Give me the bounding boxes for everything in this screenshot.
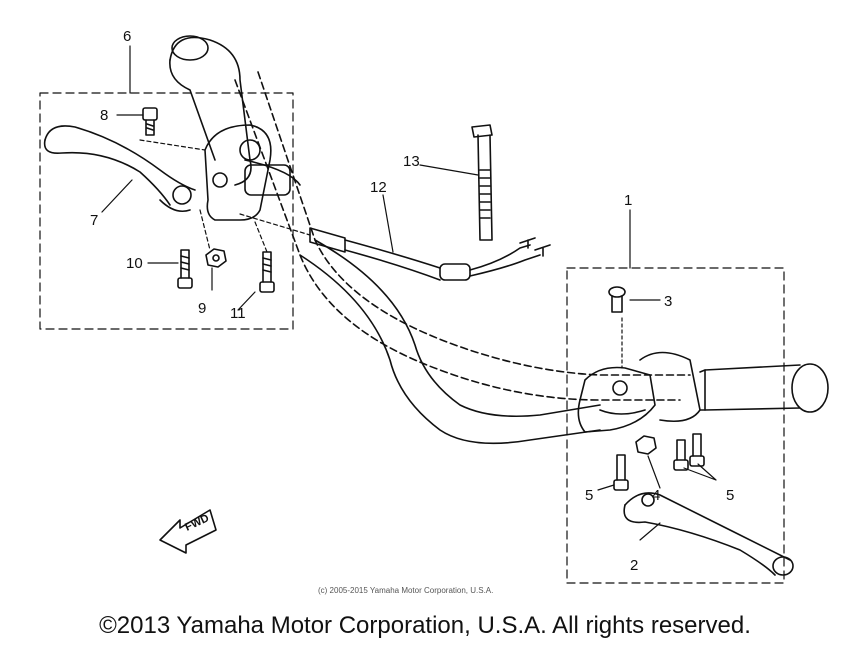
left-grip (169, 35, 252, 186)
callout-12: 12 (370, 179, 387, 196)
callout-5-left: 5 (585, 487, 593, 504)
callout-3: 3 (664, 293, 672, 310)
bolt-3 (608, 286, 626, 313)
footer-copyright: ©2013 Yamaha Motor Corporation, U.S.A. A… (99, 612, 751, 639)
handlebar (234, 71, 691, 445)
nut-4 (635, 435, 657, 455)
left-clutch-lever (43, 125, 196, 213)
switch-12 (309, 227, 551, 281)
callout-7: 7 (90, 212, 98, 229)
callout-4: 4 (652, 487, 660, 504)
right-lever-holder (577, 351, 701, 433)
right-brake-lever (623, 492, 794, 576)
callout-9: 9 (198, 300, 206, 317)
cable-band-13 (471, 124, 493, 241)
callout-10: 10 (126, 255, 143, 272)
left-lever-holder (204, 124, 301, 221)
nut-9 (205, 248, 227, 268)
bolt-5-right-b (689, 433, 705, 467)
diagram-copyright: (c) 2005-2015 Yamaha Motor Corporation, … (318, 586, 493, 595)
bolt-8 (142, 107, 158, 136)
leader-lines (101, 45, 717, 541)
bolt-5-right-a (673, 439, 689, 471)
right-assembly-box (566, 267, 785, 584)
fwd-mark: FWD (183, 512, 211, 533)
callout-13: 13 (403, 153, 420, 170)
bolt-5-left (613, 454, 629, 491)
callout-11: 11 (230, 305, 246, 322)
bolt-11 (259, 251, 275, 293)
fwd-arrow-icon (159, 509, 217, 554)
callout-8: 8 (100, 107, 108, 124)
callout-5-right: 5 (726, 487, 734, 504)
callout-1: 1 (624, 192, 632, 209)
callout-6: 6 (123, 28, 131, 45)
bolt-10 (177, 249, 193, 289)
right-grip (699, 363, 829, 413)
callout-2: 2 (630, 557, 638, 574)
left-assembly-box (39, 92, 294, 330)
parts-diagram: 6 8 7 10 9 11 12 13 1 3 4 5 5 2 FWD (c) … (39, 28, 829, 595)
